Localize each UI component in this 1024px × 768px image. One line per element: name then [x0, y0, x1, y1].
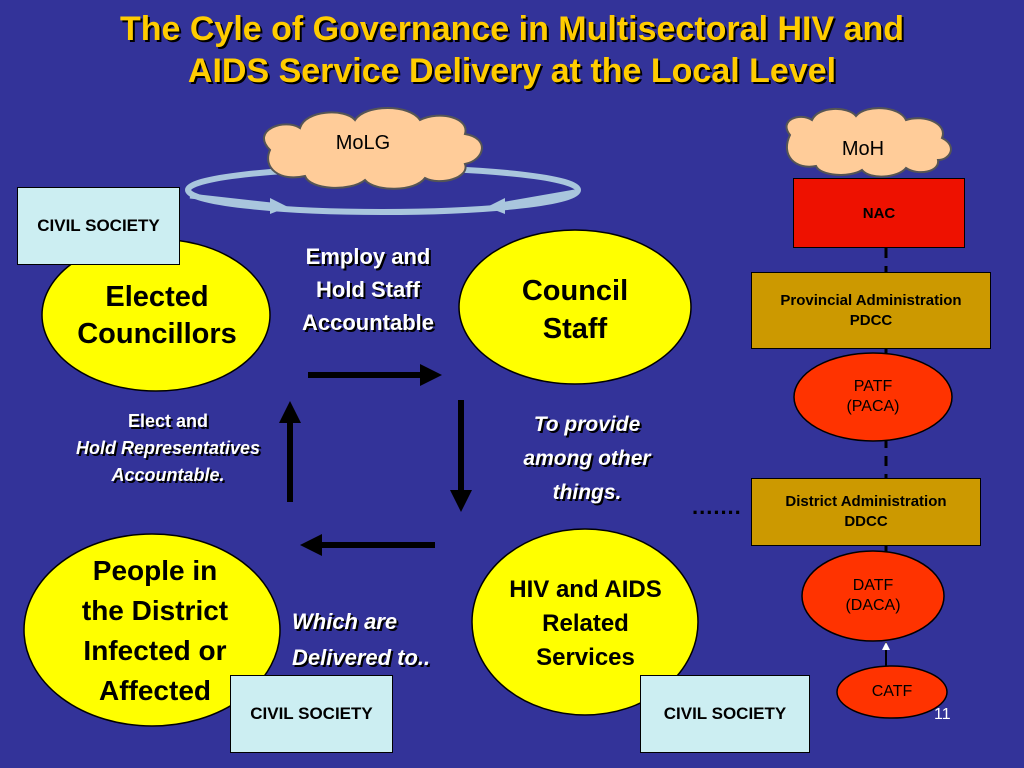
people-line-2: the District: [81, 595, 229, 626]
people-district-circle: [23, 533, 281, 727]
district-line-2: DDCC: [844, 513, 888, 530]
delivered-line-2: Delivered to..: [292, 645, 431, 670]
elect-line-2: Hold Representatives: [75, 438, 261, 458]
patf-line-2: (PACA): [846, 398, 900, 415]
council-line-2: Staff: [542, 313, 608, 345]
provide-caption: To provide among other things.: [492, 408, 682, 510]
provincial-line-2: PDCC: [849, 311, 893, 329]
provincial-line-1: Provincial Administration: [780, 291, 962, 309]
hiv-services-circle: [471, 528, 699, 716]
district-line-1: District Administration: [785, 493, 947, 510]
datf-line-2: (DACA): [845, 597, 901, 614]
catf-ellipse: [836, 665, 948, 719]
provide-line-1: To provide: [533, 413, 641, 436]
services-line-2: Related: [542, 610, 629, 637]
services-line-3: Services: [536, 644, 635, 671]
patf-ellipse: [793, 352, 953, 442]
datf-line-1: DATF: [852, 577, 894, 594]
dotted-connector: .......: [692, 494, 742, 519]
datf-label: DATF (DACA): [806, 573, 940, 619]
patf-line-1: PATF: [853, 378, 893, 395]
civil-society-box-top-left: CIVIL SOCIETY: [17, 187, 180, 265]
people-district-label: People in the District Infected or Affec…: [40, 550, 270, 712]
employ-line-1: Employ and: [305, 244, 431, 269]
hiv-services-label: HIV and AIDS Related Services: [483, 572, 688, 676]
employ-caption: Employ and Hold Staff Accountable: [268, 240, 468, 339]
services-line-1: HIV and AIDS: [509, 576, 662, 603]
employ-line-3: Accountable: [301, 310, 435, 335]
patf-label: PATF (PACA): [800, 374, 946, 420]
civil-society-box-bottom-right: CIVIL SOCIETY: [640, 675, 810, 753]
provide-line-2: among other: [523, 447, 651, 470]
people-line-1: People in: [92, 555, 218, 586]
elected-councillors-label: Elected Councillors: [52, 274, 262, 358]
elect-line-3: Accountable.: [111, 465, 225, 485]
delivered-caption: Which are Delivered to..: [292, 604, 472, 676]
molg-label: MoLG: [335, 132, 391, 154]
elect-line-1: Elect and: [127, 411, 209, 431]
elected-line-1: Elected: [105, 281, 209, 313]
page-number: 11: [934, 706, 951, 723]
people-line-3: Infected or: [83, 635, 227, 666]
provide-line-3: things.: [552, 481, 622, 504]
employ-line-2: Hold Staff: [316, 277, 420, 302]
elect-caption: Elect and Hold Representatives Accountab…: [46, 408, 290, 489]
slide-title: The Cyle of Governance in Multisectoral …: [0, 8, 1024, 92]
district-admin-box: District Administration DDCC: [751, 478, 981, 546]
council-staff-label: Council Staff: [480, 268, 670, 352]
provincial-admin-box: Provincial Administration PDCC: [751, 272, 991, 349]
cycle-arrows: [279, 364, 472, 556]
council-line-1: Council: [521, 275, 629, 307]
elected-line-2: Councillors: [77, 318, 237, 350]
molg-cloud: [263, 107, 483, 190]
title-line-2: AIDS Service Delivery at the Local Level: [187, 52, 837, 90]
catf-label: CATF: [871, 683, 913, 700]
council-staff-circle: [458, 229, 692, 385]
people-line-4: Affected: [98, 675, 211, 706]
datf-ellipse: [801, 550, 945, 642]
civil-society-box-bottom-left: CIVIL SOCIETY: [230, 675, 393, 753]
delivered-line-1: Which are: [292, 609, 398, 634]
moh-label: MoH: [841, 138, 885, 160]
moh-cloud: [785, 107, 952, 178]
title-line-1: The Cyle of Governance in Multisectoral …: [119, 10, 905, 48]
nac-box: NAC: [793, 178, 965, 248]
